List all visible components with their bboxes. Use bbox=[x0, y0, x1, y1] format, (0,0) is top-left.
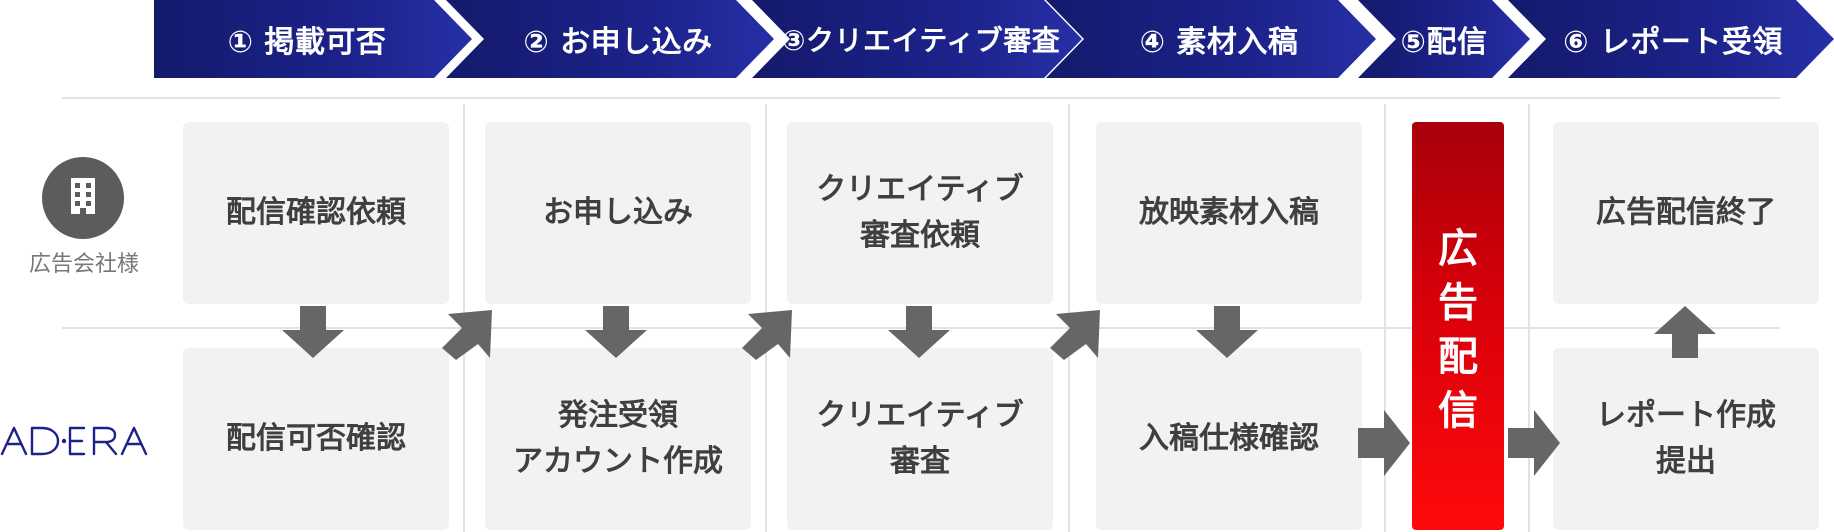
arrow-right-icon bbox=[1358, 410, 1410, 476]
step-4-label: ④ 素材入稿 bbox=[1139, 25, 1299, 60]
step-3-label: ③クリエイティブ審査 bbox=[781, 24, 1061, 57]
client-step-box: 放映素材入稿 bbox=[1096, 122, 1362, 304]
column-divider bbox=[1528, 104, 1530, 532]
ad-delivery-bar: 広 告 配 信 bbox=[1412, 122, 1504, 530]
step-5-chevron: ⑤配信 bbox=[1358, 0, 1530, 78]
vendor-step-box: 入稿仕様確認 bbox=[1096, 348, 1362, 530]
client-label: 広告会社様 bbox=[28, 252, 139, 277]
vendor-step-box: 発注受領 アカウント作成 bbox=[485, 348, 751, 530]
arrow-up-right-icon bbox=[742, 310, 792, 360]
step-1-chevron: ① 掲載可否 bbox=[154, 0, 472, 78]
client-step-box: 広告配信終了 bbox=[1553, 122, 1819, 304]
building-icon bbox=[42, 157, 124, 239]
client-step-box: 配信確認依頼 bbox=[183, 122, 449, 304]
column-divider bbox=[1384, 104, 1386, 532]
step-2-chevron: ② お申し込み bbox=[446, 0, 774, 78]
arrow-down-icon bbox=[1196, 306, 1258, 358]
step-1-label: ① 掲載可否 bbox=[227, 25, 387, 60]
arrow-down-icon bbox=[585, 306, 647, 358]
client-step-box: クリエイティブ 審査依頼 bbox=[787, 122, 1053, 304]
vendor-step-box: 配信可否確認 bbox=[183, 348, 449, 530]
vendor-step-box: クリエイティブ 審査 bbox=[787, 348, 1053, 530]
row-divider-top bbox=[62, 97, 1780, 99]
step-6-label: ⑥ レポート受領 bbox=[1563, 25, 1783, 60]
arrow-right-icon bbox=[1508, 410, 1560, 476]
arrow-up-icon bbox=[1654, 306, 1716, 358]
ad-delivery-label: 広 告 配 信 bbox=[1438, 226, 1478, 434]
arrow-down-icon bbox=[888, 306, 950, 358]
ad-era-logo bbox=[0, 424, 168, 462]
step-6-chevron: ⑥ レポート受領 bbox=[1508, 0, 1834, 78]
arrow-up-right-icon bbox=[1050, 310, 1100, 360]
step-5-label: ⑤配信 bbox=[1400, 25, 1488, 60]
arrow-down-icon bbox=[282, 306, 344, 358]
step-2-label: ② お申し込み bbox=[523, 25, 713, 60]
step-4-chevron: ④ 素材入稿 bbox=[1046, 0, 1376, 78]
client-step-box: お申し込み bbox=[485, 122, 751, 304]
step-3-chevron: ③クリエイティブ審査 bbox=[752, 0, 1082, 78]
vendor-step-box: レポート作成 提出 bbox=[1553, 348, 1819, 530]
arrow-up-right-icon bbox=[442, 310, 492, 360]
